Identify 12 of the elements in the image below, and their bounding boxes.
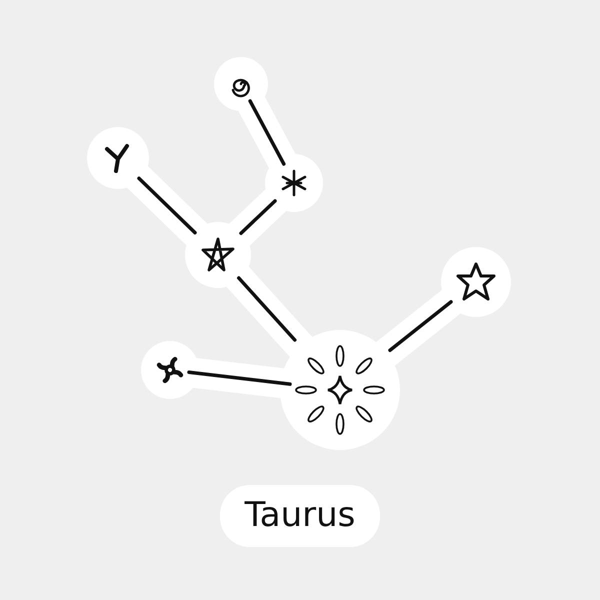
constellation-line	[239, 199, 277, 235]
constellation-line	[388, 300, 453, 352]
constellation-name: Taurus	[244, 495, 356, 535]
constellation-line	[137, 176, 197, 234]
asterisk-star-icon	[279, 168, 309, 198]
constellation-line	[187, 370, 292, 386]
star-icon	[455, 261, 497, 303]
burst-star-icon	[294, 344, 386, 436]
pentagram-icon	[199, 236, 237, 274]
constellation-line	[237, 276, 297, 342]
constellation-line	[248, 99, 286, 166]
cross-star-icon	[155, 355, 185, 385]
